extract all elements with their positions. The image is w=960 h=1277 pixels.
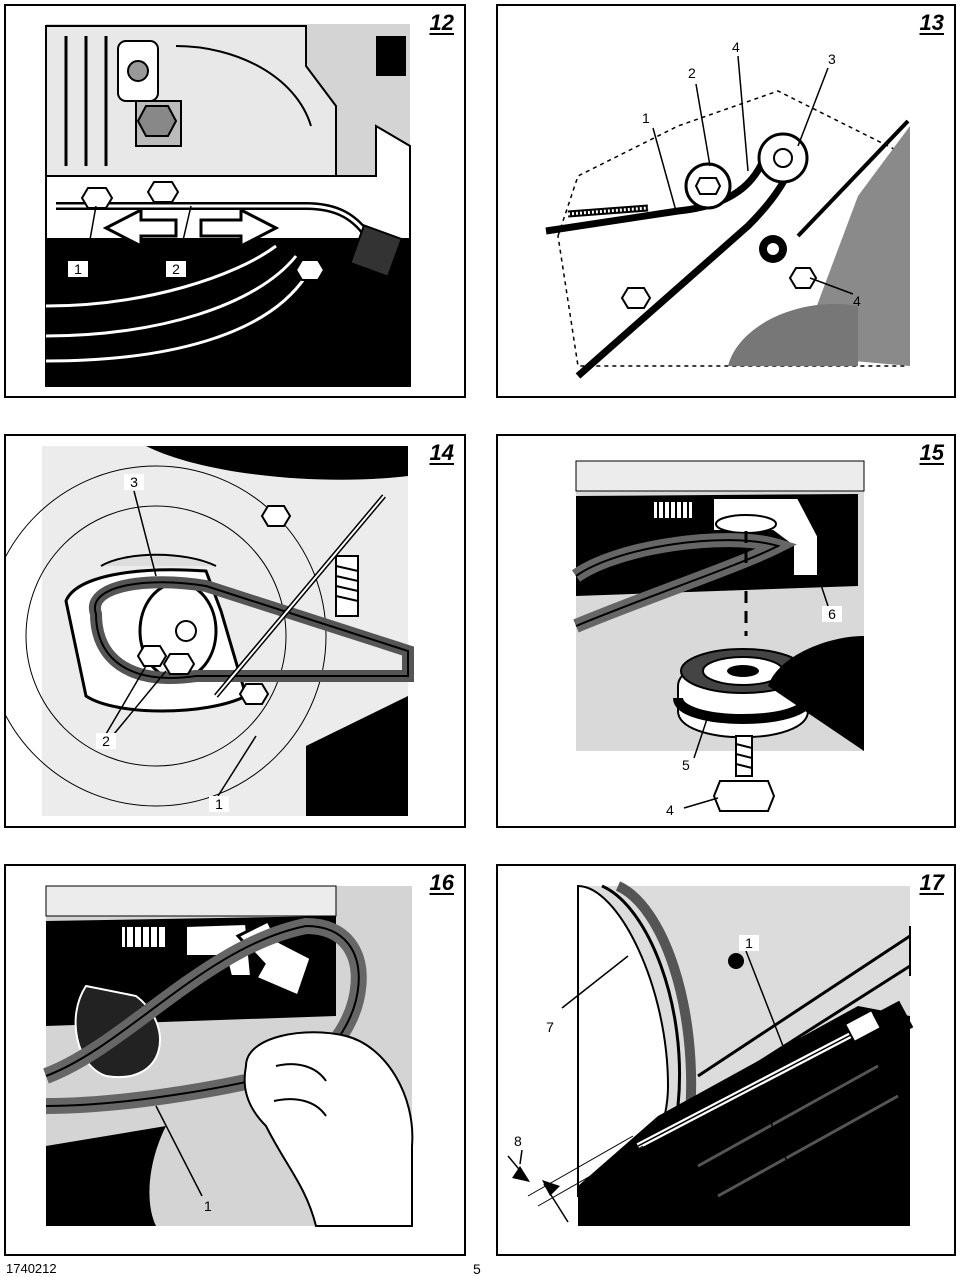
figure-16: 16 1: [4, 864, 466, 1256]
document-number: 1740212: [6, 1261, 57, 1276]
figure-13-callout-4-bottom: 4: [853, 293, 861, 309]
figure-13-callout-3: 3: [828, 51, 836, 67]
figure-13: 13 1 2 4 3 4: [496, 4, 956, 398]
figure-15-callout-5: 5: [682, 757, 690, 773]
figure-15-number: 15: [919, 440, 944, 465]
figure-14-callout-2: 2: [96, 733, 116, 749]
figure-12: 12 1 2: [4, 4, 466, 398]
figure-12-callout-2: 2: [166, 261, 186, 277]
figure-13-callout-1: 1: [642, 110, 650, 126]
figure-17-callout-8: 8: [514, 1133, 522, 1149]
figure-17-number: 17: [919, 870, 944, 895]
figure-15-illustration: [571, 460, 865, 812]
figure-17-callout-1: 1: [739, 935, 759, 951]
figure-16-number: 16: [429, 870, 454, 895]
figure-17-callout-9: 9: [796, 1193, 804, 1209]
page-number: 5: [473, 1261, 481, 1277]
figure-12-number: 12: [429, 10, 454, 35]
figure-13-callout-4-top: 4: [732, 39, 740, 55]
figure-14-illustration: [6, 446, 414, 816]
figure-13-illustration: [545, 55, 910, 379]
figure-13-number: 13: [919, 10, 944, 35]
figure-17-illustration: [507, 881, 914, 1226]
figure-14: 14 3 2 1: [4, 434, 466, 828]
figure-17: 17 1 7 8 9: [496, 864, 956, 1256]
figure-14-callout-1: 1: [209, 796, 229, 812]
figure-12-illustration: [45, 24, 411, 387]
figure-16-callout-1: 1: [204, 1198, 212, 1214]
figure-16-illustration: [43, 885, 414, 1227]
figure-15: 15 6 5 4: [496, 434, 956, 828]
figure-14-callout-3: 3: [124, 474, 144, 490]
figure-17-callout-7: 7: [540, 1019, 560, 1035]
figure-13-callout-2: 2: [688, 65, 696, 81]
figure-15-callout-6: 6: [822, 606, 842, 622]
figure-14-number: 14: [429, 440, 454, 465]
figure-12-callout-1: 1: [68, 261, 88, 277]
figure-15-callout-4: 4: [666, 802, 674, 818]
